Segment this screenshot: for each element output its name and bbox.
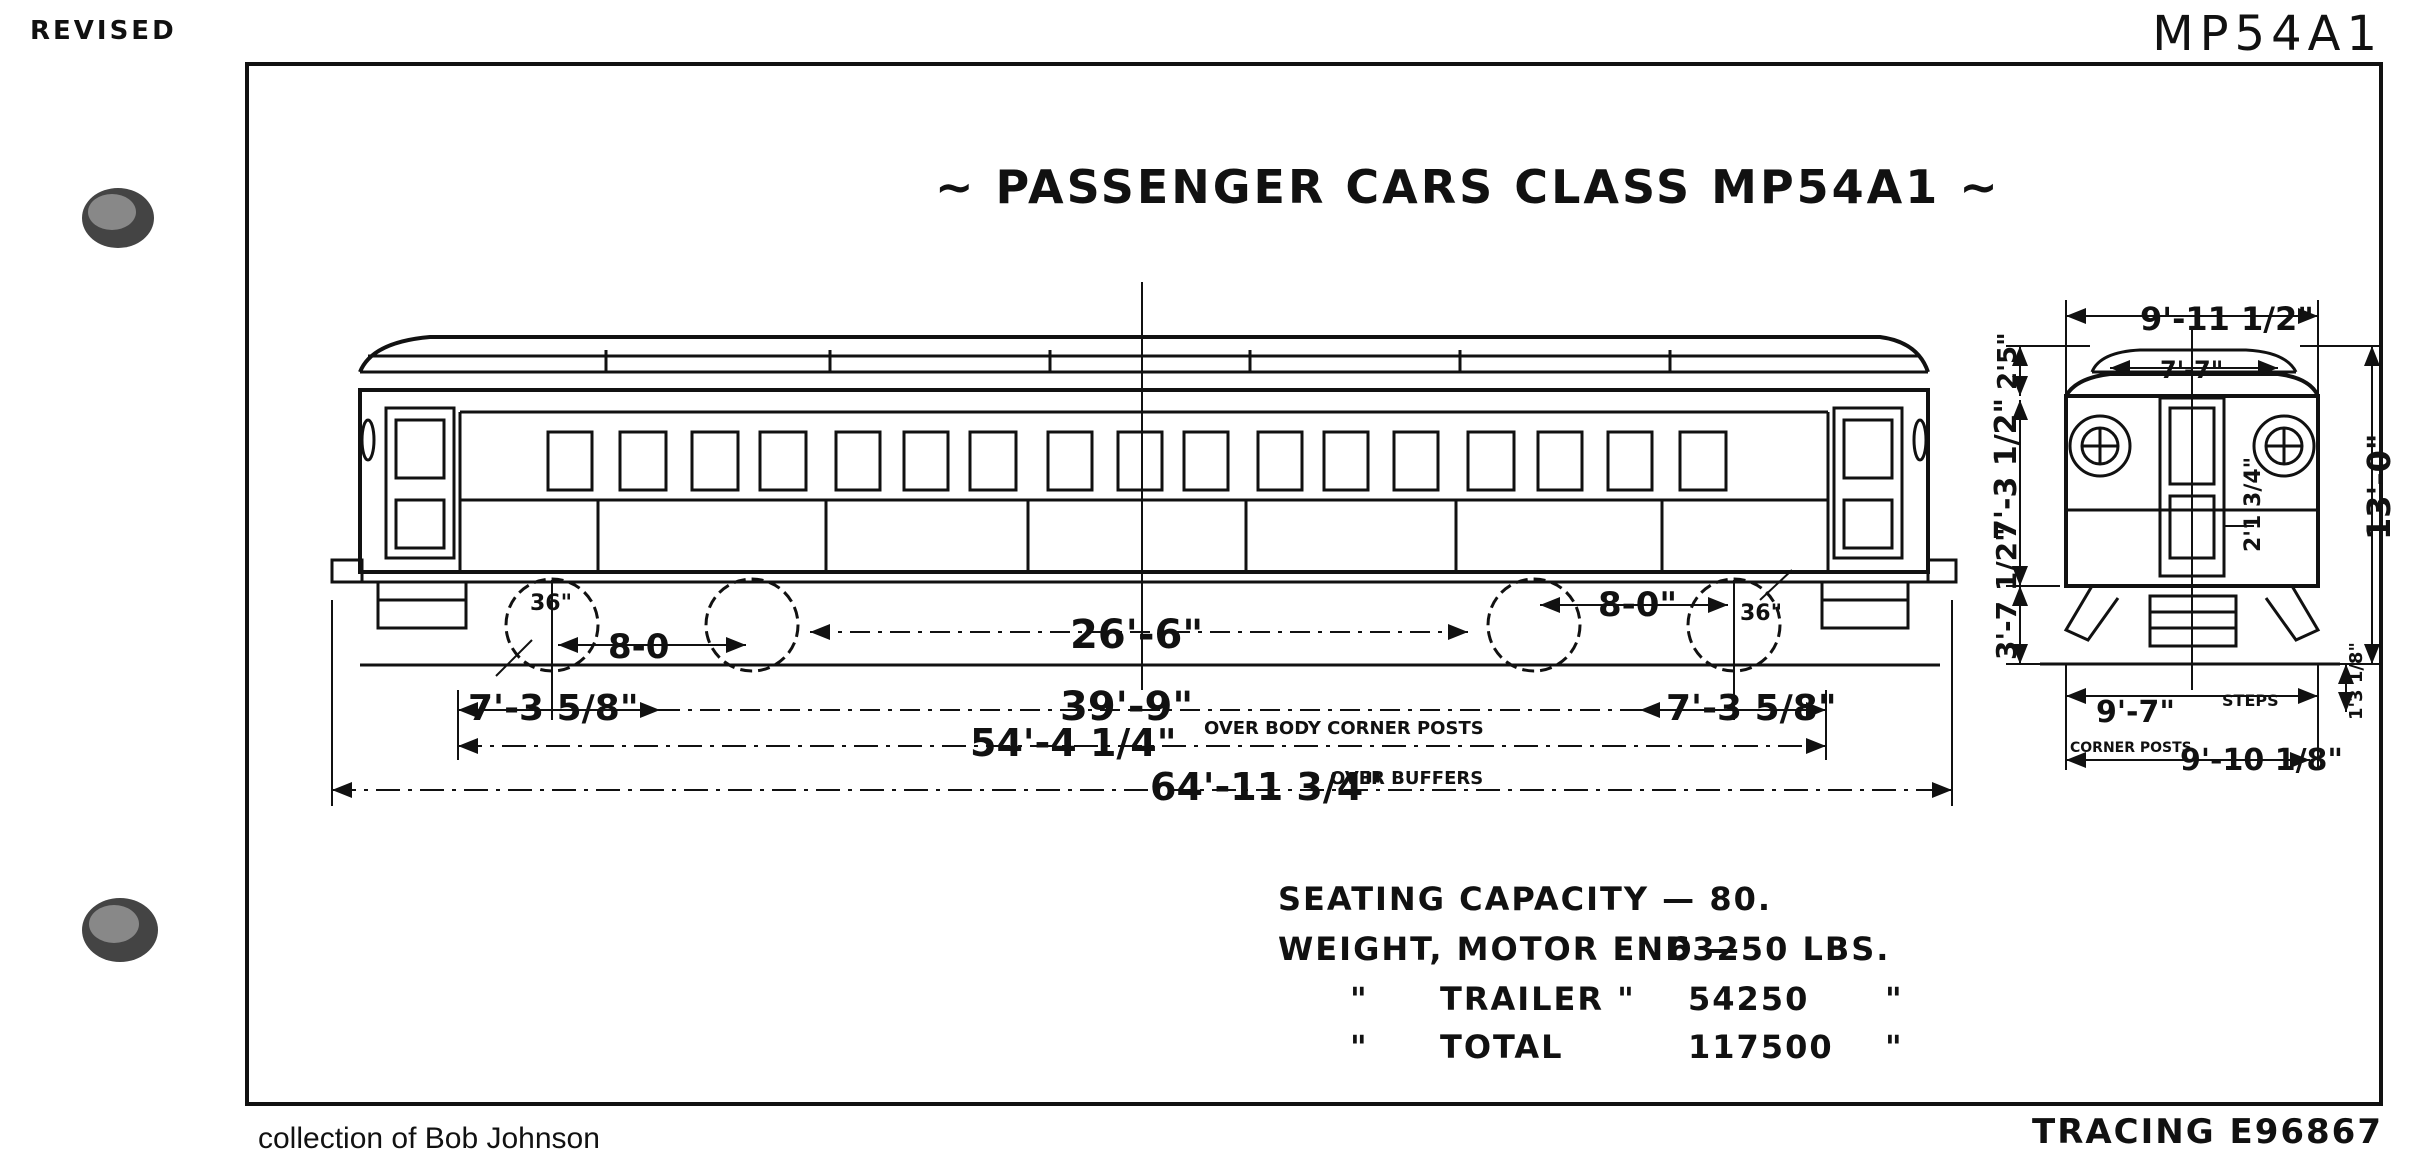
overhang-left-dim: 7'-3 5/8": [468, 688, 639, 729]
truck-centers-dim: 26'-6": [1070, 612, 1203, 658]
hole-punch-bottom: [82, 898, 158, 962]
weight-motor-value: 63250 LBS.: [1668, 930, 1891, 968]
end-steps-label: STEPS: [2222, 691, 2279, 710]
drawing-title: ~ PASSENGER CARS CLASS MP54A1 ~: [935, 160, 2001, 214]
end-corner-width: 9'-10 1/8": [2180, 743, 2343, 778]
side-dimension-lines: [331, 569, 1953, 806]
drawing-border: [245, 62, 2383, 1106]
weight-motor-label: WEIGHT, MOTOR END —: [1278, 930, 1741, 968]
end-dimension-lines: [2006, 300, 2380, 770]
ditto-mark: ": [1885, 1028, 1904, 1066]
class-code: MP54A1: [2152, 6, 2383, 62]
between-centers-dim: 39'-9": [1060, 684, 1193, 730]
end-bottom-width: 9'-7": [2096, 695, 2175, 730]
end-top-width: 9'-11 1/2": [2140, 300, 2314, 338]
collection-credit: collection of Bob Johnson: [258, 1122, 600, 1155]
truck-wheelbase-right: 8-0": [1598, 585, 1677, 625]
over-body-dim: 54'-4 1/4": [970, 721, 1177, 765]
wheel-diameter-right: 36": [1740, 601, 1782, 626]
end-corner-posts-label: CORNER POSTS: [2070, 740, 2192, 756]
car-side-elevation: [330, 282, 1958, 690]
ditto-mark: ": [1350, 980, 1369, 1018]
revised-label: REVISED: [30, 16, 177, 46]
end-roof-width: 7'-7": [2160, 356, 2223, 384]
end-total-height: 13'-0": [2360, 433, 2398, 540]
over-buffers-dim: 64'-11 3/4": [1150, 765, 1383, 809]
trailer-label: TRAILER ": [1440, 980, 1636, 1018]
overhang-right-dim: 7'-3 5/8": [1666, 688, 1837, 729]
trailer-value: 54250: [1688, 980, 1810, 1018]
end-lower-height: 3'-7 1/2": [1990, 527, 2023, 660]
total-label: TOTAL: [1440, 1028, 1564, 1066]
truck-wheelbase-left: 8-0: [608, 627, 669, 667]
end-door-dim: 2'1 3/4": [2241, 457, 2266, 552]
hole-punch-top: [82, 188, 154, 248]
tracing-number: TRACING E96867: [2032, 1112, 2383, 1152]
end-step-height: 1'3 1/8": [2346, 642, 2367, 720]
wheel-diameter-left: 36": [530, 591, 572, 616]
car-end-elevation: [2040, 330, 2340, 690]
end-roof-height: 2'5": [1993, 332, 2023, 390]
total-value: 117500: [1688, 1028, 1834, 1066]
end-side-height: 7'-3 1/2": [1989, 398, 2024, 540]
ditto-mark: ": [1350, 1028, 1369, 1066]
over-body-note: OVER BODY CORNER POSTS: [1204, 718, 1484, 739]
ditto-mark: ": [1885, 980, 1904, 1018]
over-buffers-note: OVER BUFFERS: [1330, 768, 1483, 789]
seating-capacity: SEATING CAPACITY — 80.: [1278, 880, 1772, 918]
